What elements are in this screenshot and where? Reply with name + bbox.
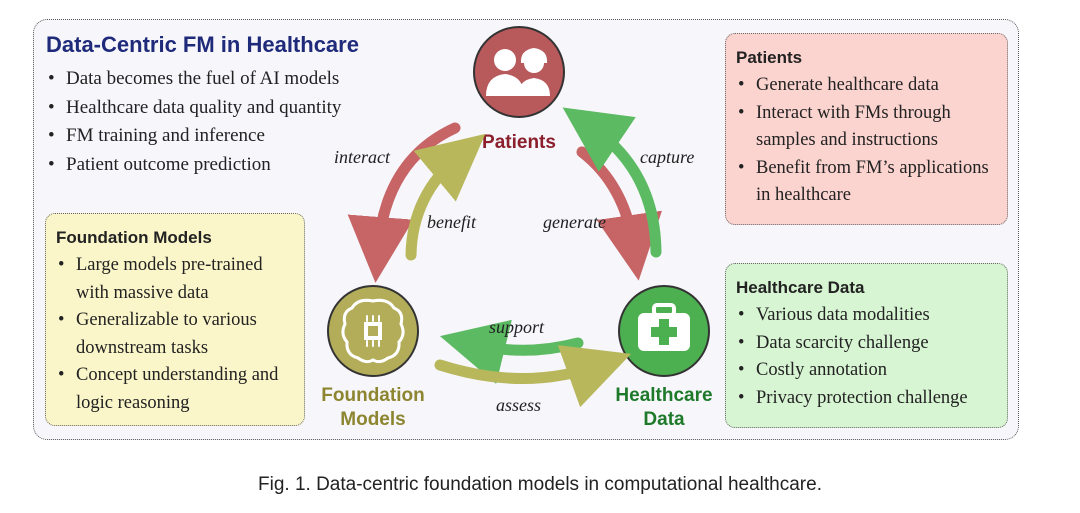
medical-kit-icon bbox=[638, 303, 690, 351]
patients-node: Patients bbox=[473, 26, 565, 153]
healthcare-bullet: Various data modalities bbox=[736, 302, 995, 330]
interact-label: interact bbox=[334, 147, 391, 167]
benefit-label: benefit bbox=[427, 212, 477, 232]
patients-node-circle bbox=[473, 26, 565, 118]
support-label: support bbox=[489, 317, 545, 337]
healthcare-data-node: Healthcare Data bbox=[615, 285, 713, 430]
main-bullet-list: Data becomes the fuel of AI models Healt… bbox=[46, 65, 406, 179]
healthcare-bullet: Data scarcity challenge bbox=[736, 330, 995, 358]
patients-icon bbox=[486, 48, 550, 96]
patients-bullet: Interact with FMs through samples and in… bbox=[736, 100, 995, 155]
figure-caption: Fig. 1. Data-centric foundation models i… bbox=[258, 474, 822, 495]
capture-arrow bbox=[562, 107, 662, 258]
main-bullet: Healthcare data quality and quantity bbox=[46, 94, 406, 123]
foundation-bullet: Generalizable to various downstream task… bbox=[56, 307, 292, 362]
patients-bullet: Generate healthcare data bbox=[736, 72, 995, 100]
main-title: Data-Centric FM in Healthcare bbox=[46, 32, 359, 57]
healthcare-node-label-line2: Data bbox=[643, 409, 685, 430]
foundation-node-label-line2: Models bbox=[340, 409, 405, 430]
generate-label: generate bbox=[543, 212, 606, 232]
main-bullet: FM training and inference bbox=[46, 122, 406, 151]
foundation-models-panel: Foundation Models Large models pre-train… bbox=[45, 213, 305, 426]
healthcare-node-label-line1: Healthcare bbox=[615, 385, 712, 406]
main-bullet: Patient outcome prediction bbox=[46, 151, 406, 180]
assess-arrow bbox=[434, 345, 632, 408]
support-arrow bbox=[439, 319, 584, 384]
capture-label: capture bbox=[640, 147, 694, 167]
foundation-bullet: Concept understanding and logic reasonin… bbox=[56, 362, 292, 417]
foundation-bullet: Large models pre-trained with massive da… bbox=[56, 252, 292, 307]
foundation-panel-title: Foundation Models bbox=[56, 228, 212, 247]
healthcare-bullet: Privacy protection challenge bbox=[736, 385, 995, 413]
assess-label: assess bbox=[496, 395, 541, 415]
benefit-arrow bbox=[405, 133, 486, 261]
healthcare-panel-title: Healthcare Data bbox=[736, 278, 865, 297]
healthcare-data-panel: Healthcare Data Various data modalities … bbox=[725, 263, 1008, 428]
patients-bullet: Benefit from FM’s applications in health… bbox=[736, 155, 995, 210]
foundation-node-label-line1: Foundation bbox=[321, 385, 424, 406]
foundation-models-node: Foundation Models bbox=[321, 285, 425, 430]
healthcare-bullet: Costly annotation bbox=[736, 357, 995, 385]
brain-chip-icon bbox=[341, 298, 405, 364]
main-bullet: Data becomes the fuel of AI models bbox=[46, 65, 406, 94]
patients-node-label: Patients bbox=[482, 132, 556, 153]
patients-panel: Patients Generate healthcare data Intera… bbox=[725, 33, 1008, 225]
patients-panel-title: Patients bbox=[736, 48, 803, 67]
